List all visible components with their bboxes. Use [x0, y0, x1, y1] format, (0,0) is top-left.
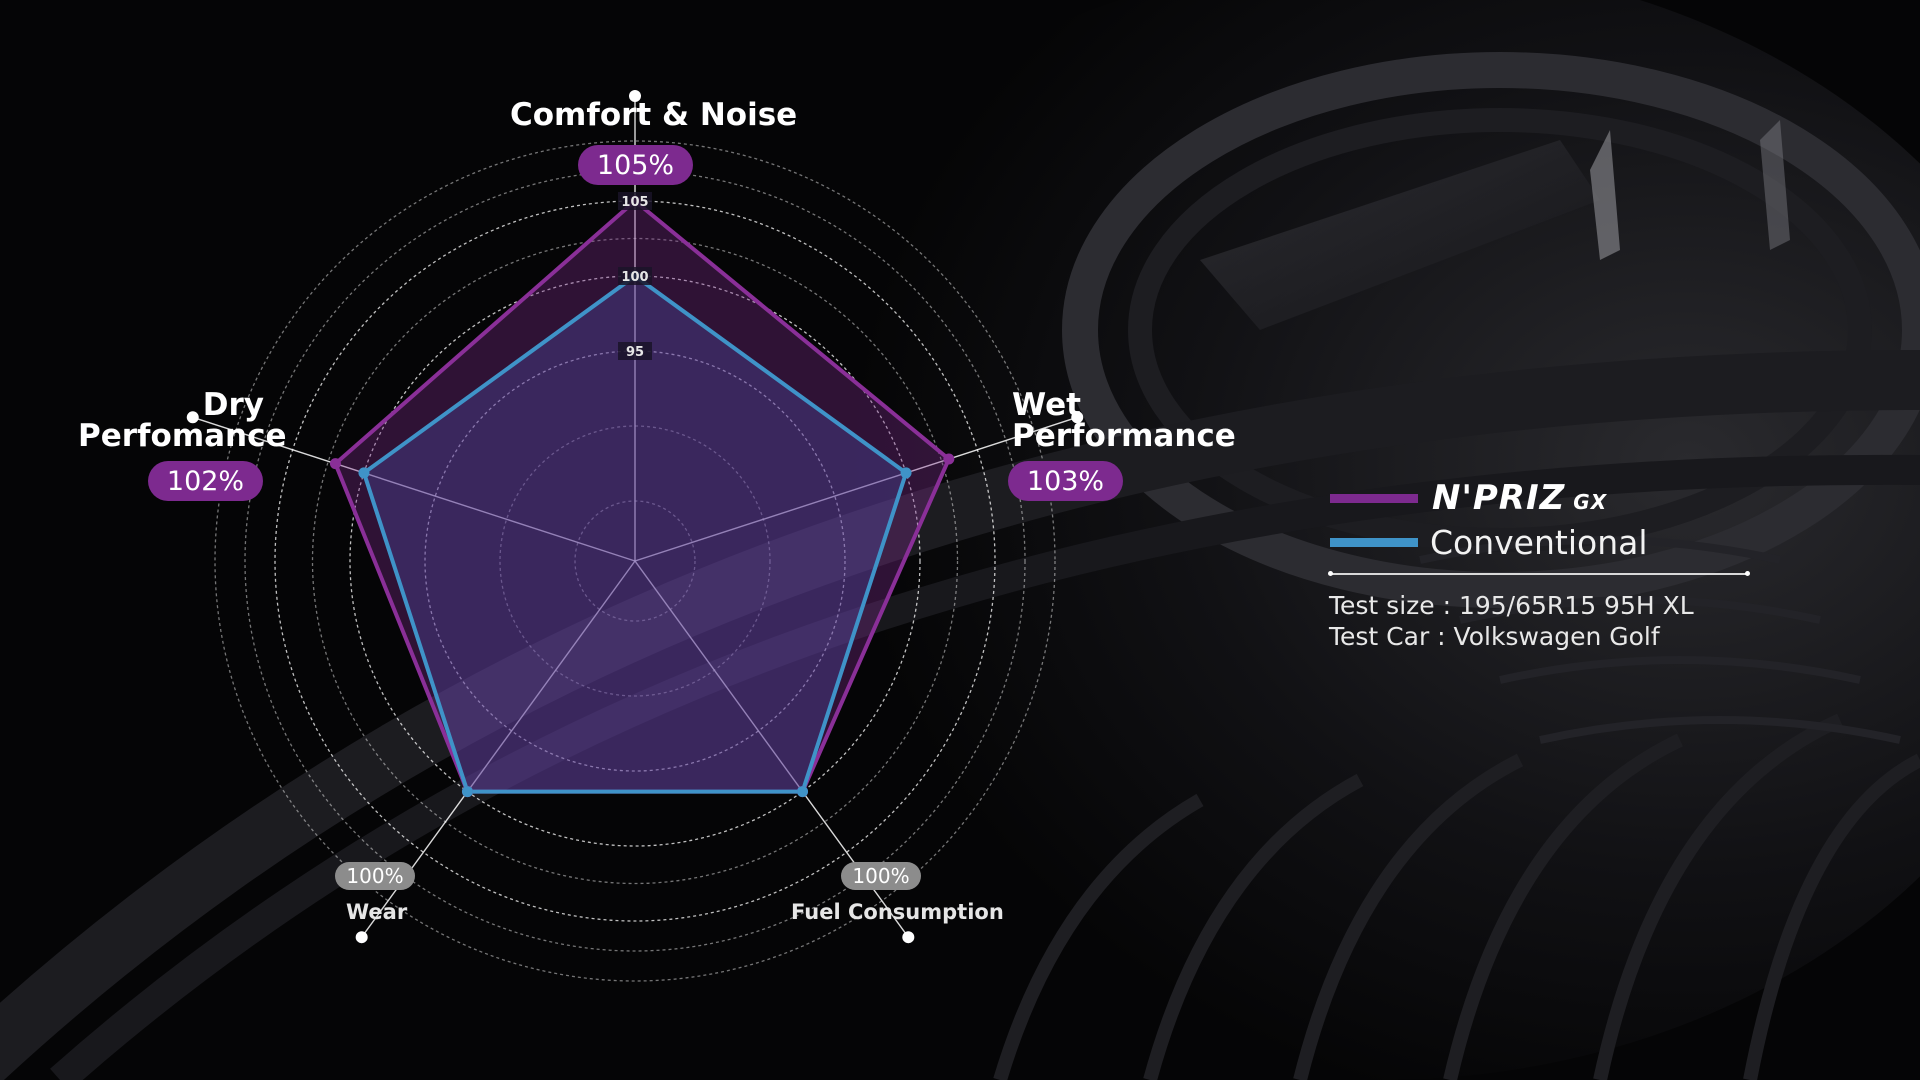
tick-label-bg-2: [618, 342, 652, 360]
brand-logo-main: N'PRIZ: [1432, 478, 1566, 518]
brand-logo-npriz-gx: N'PRIZ GX: [1432, 478, 1607, 518]
axis-label-comfort-noise: Comfort & Noise: [510, 97, 798, 133]
legend-swatch-conventional: [1330, 538, 1418, 547]
grid-ring-2: [424, 350, 846, 772]
test-size-text: Test size : 195/65R15 95H XL: [1329, 591, 1694, 620]
test-car-text: Test Car : Volkswagen Golf: [1329, 622, 1660, 651]
axis-end-dot-0: [629, 90, 641, 102]
axis-label-dry-line2: Perfomance: [78, 418, 287, 454]
axis-end-dot-4: [186, 411, 199, 424]
tick-label-bg-1: [618, 267, 652, 285]
axis-spoke-4: [192, 416, 636, 562]
axis-label-fuel-consumption: Fuel Consumption: [791, 900, 1004, 924]
series-polygon-1: [361, 273, 909, 794]
grid-ring-3: [349, 275, 921, 847]
series-point-1-1: [900, 467, 912, 479]
tick-label-0: 105: [621, 195, 648, 210]
axis-label-wet-line1: Wet: [1012, 387, 1081, 423]
axis-end-dot-1: [1071, 411, 1084, 424]
legend-item-npriz: N'PRIZ GX: [1330, 478, 1607, 518]
series-point-1-2: [797, 786, 809, 798]
series-point-0-4: [329, 458, 341, 470]
brand-logo-sub: GX: [1573, 490, 1608, 514]
radar-tick-labels: 105 100 95: [618, 192, 652, 360]
tick-label-bg-0: [618, 192, 652, 210]
axis-label-wear: Wear: [346, 900, 408, 924]
series-point-1-3: [461, 786, 473, 798]
value-pill-wet-performance: 103%: [1008, 461, 1123, 501]
radar-series: [329, 195, 955, 798]
grid-ring-1: [499, 425, 771, 697]
grid-ring-7: [214, 140, 1056, 982]
axis-label-dry-line1: Dry: [202, 387, 264, 423]
tick-label-1: 100: [621, 270, 648, 285]
series-point-0-1: [943, 453, 955, 465]
axis-label-dry-performance: Dry Perfomance: [78, 387, 287, 454]
axis-end-dot-3: [355, 931, 368, 944]
legend-swatch-npriz: [1330, 493, 1418, 503]
axis-spoke-1: [634, 416, 1078, 562]
tick-label-2: 95: [626, 345, 644, 360]
value-pill-dry-performance: 102%: [148, 461, 263, 501]
legend-label-conventional: Conventional: [1430, 523, 1648, 562]
axis-label-wet-line2: Performance: [1012, 418, 1236, 454]
value-pill-wear: 100%: [335, 862, 415, 890]
legend-item-conventional: Conventional: [1330, 523, 1648, 562]
legend-divider: [1328, 571, 1750, 576]
axis-label-wet-performance: Wet Performance: [1012, 390, 1236, 452]
value-pill-fuel-consumption: 100%: [841, 862, 921, 890]
axis-end-dot-2: [902, 931, 915, 944]
grid-ring-5: [274, 200, 996, 922]
value-pill-comfort-noise: 105%: [578, 145, 693, 185]
series-point-1-4: [358, 467, 370, 479]
